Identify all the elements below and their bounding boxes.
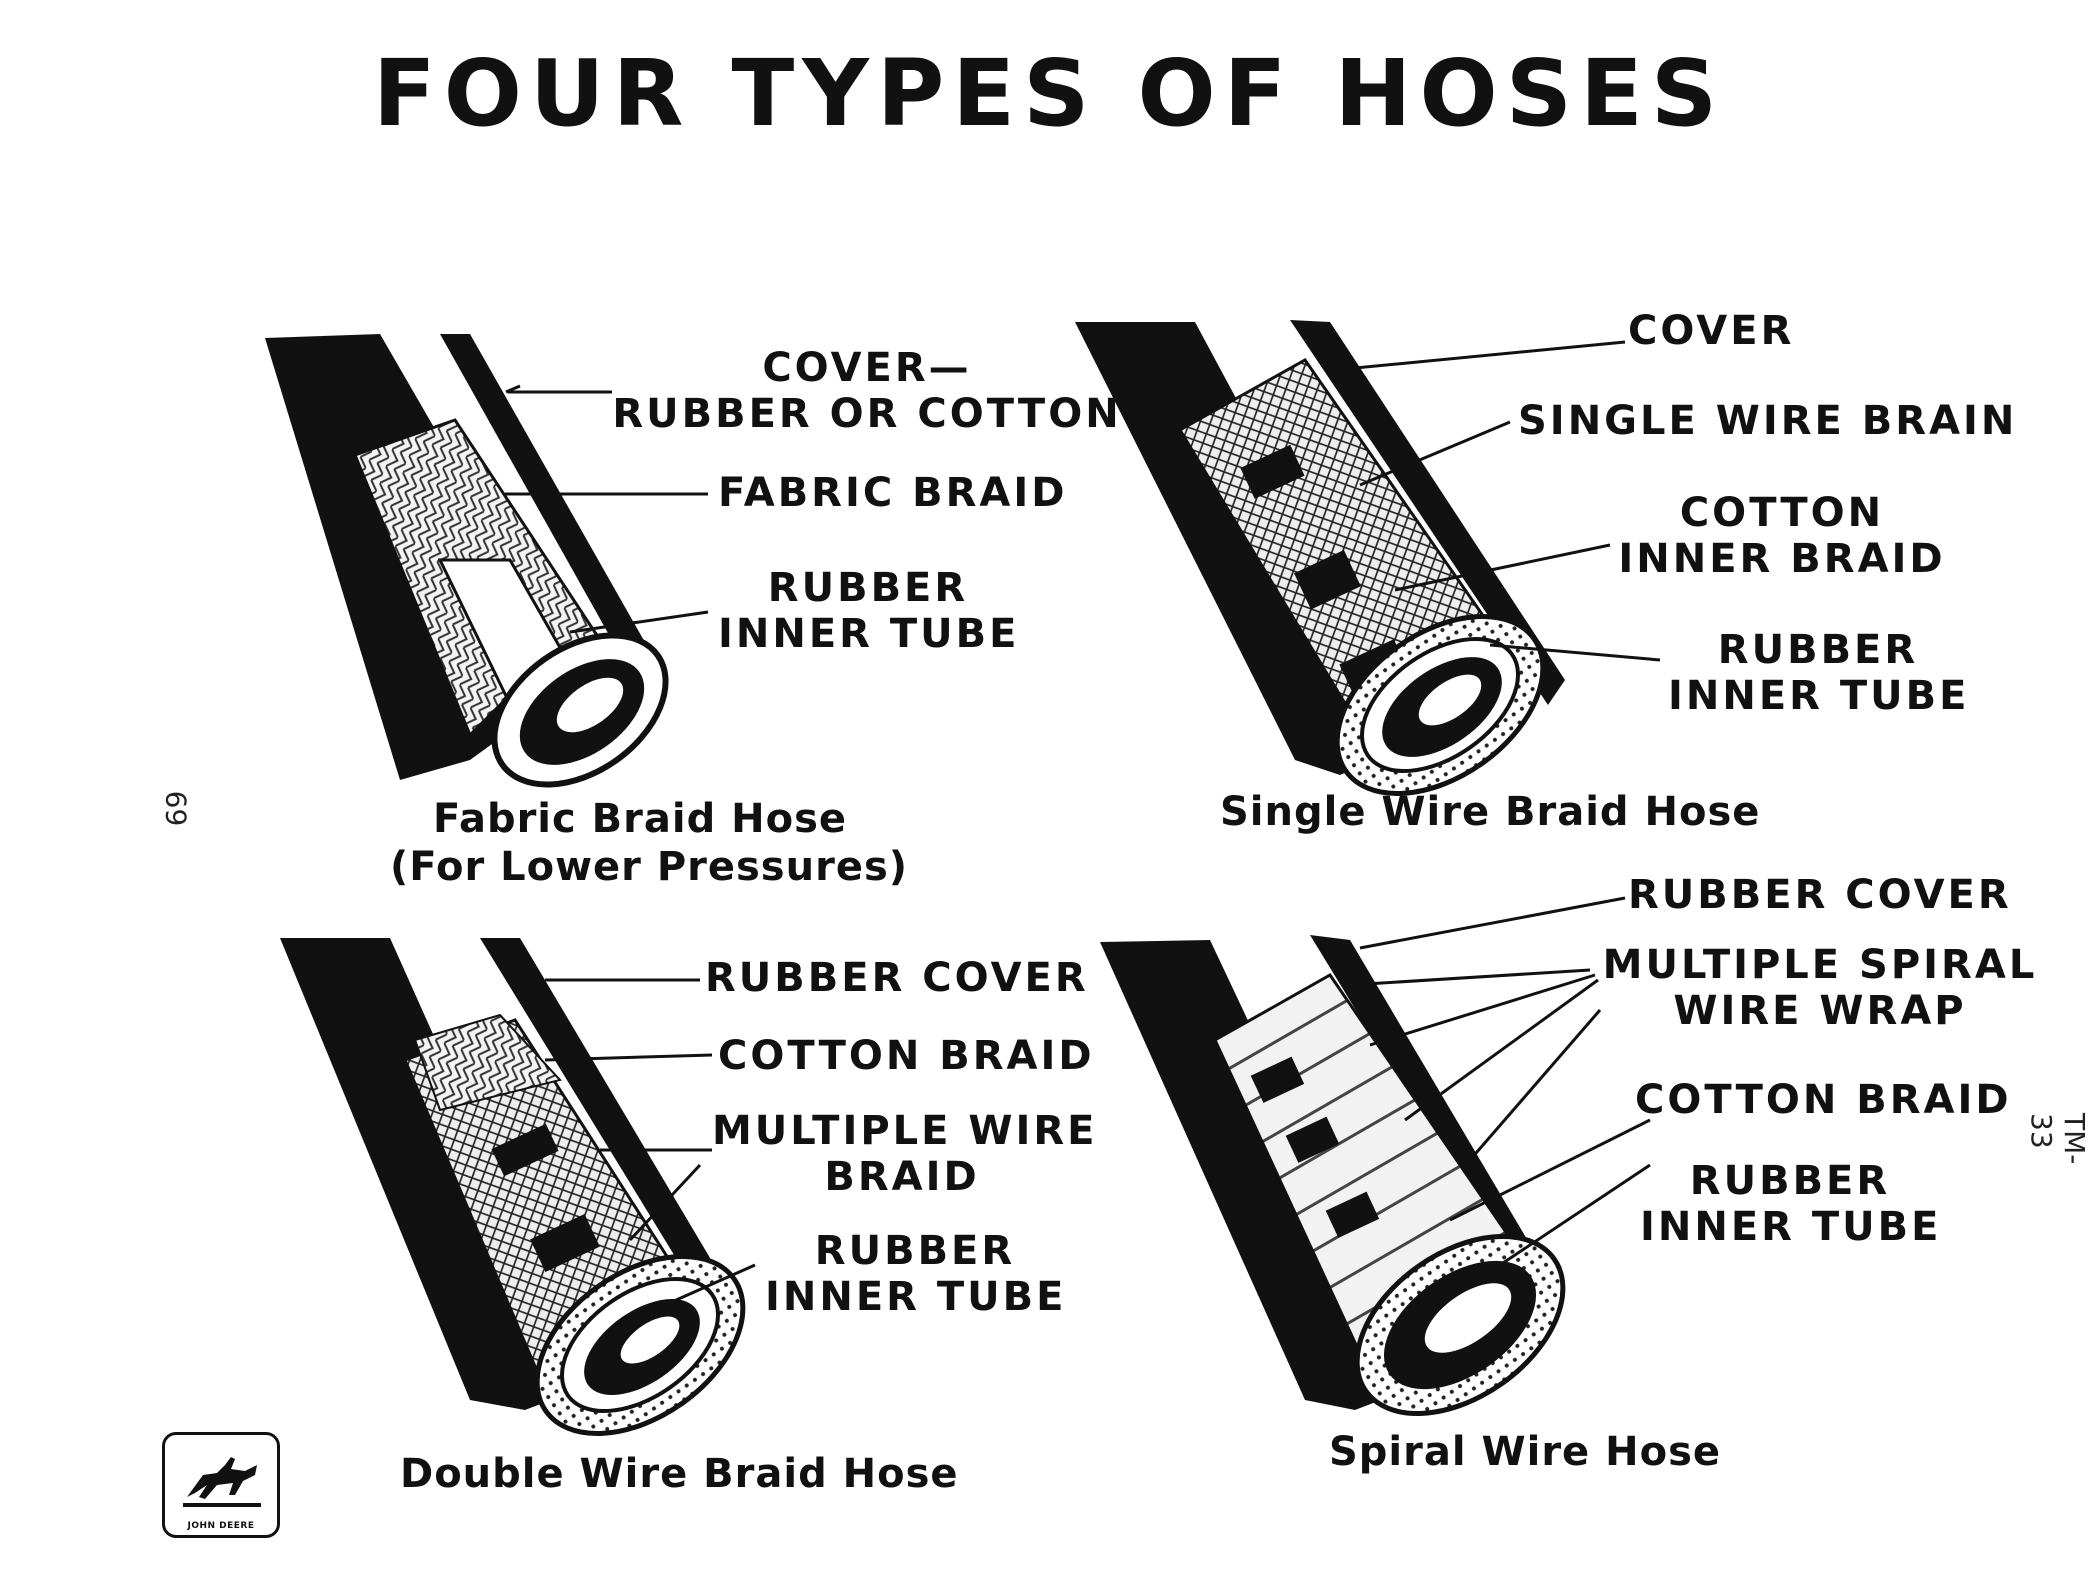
side-code: TM-33 bbox=[2025, 1113, 2091, 1165]
single-wire-braid-hose-drawing bbox=[1075, 320, 1661, 796]
logo-text: JOHN DEERE bbox=[187, 1521, 255, 1531]
double-wire-braid-hose-drawing bbox=[280, 938, 756, 1436]
label-cover: COVER bbox=[1628, 308, 1795, 354]
label-cotton-braid-2: COTTON BRAID bbox=[1635, 1077, 2012, 1123]
page-title: FOUR TYPES OF HOSES bbox=[372, 40, 1726, 147]
label-cotton-braid-1: COTTON BRAID bbox=[718, 1033, 1095, 1079]
label-multiple-wire-braid: MULTIPLE WIRE BRAID bbox=[712, 1108, 1098, 1200]
label-rubber-inner-tube-3: RUBBER INNER TUBE bbox=[765, 1228, 1067, 1320]
john-deere-logo: JOHN DEERE bbox=[162, 1432, 280, 1538]
label-rubber-inner-tube-1: RUBBER INNER TUBE bbox=[718, 565, 1020, 657]
caption-fabric-braid-hose: Fabric Braid Hose (For Lower Pressures) bbox=[390, 796, 909, 890]
caption-single-wire-braid-hose: Single Wire Braid Hose bbox=[1220, 789, 1761, 835]
spiral-wire-hose-drawing bbox=[1100, 896, 1651, 1416]
label-rubber-inner-tube-2: RUBBER INNER TUBE bbox=[1668, 627, 1970, 719]
label-rubber-cover-1: RUBBER COVER bbox=[705, 955, 1089, 1001]
label-fabric-braid: FABRIC BRAID bbox=[718, 470, 1068, 516]
fabric-braid-hose-drawing bbox=[265, 334, 709, 788]
label-multiple-spiral-wire-wrap: MULTIPLE SPIRAL WIRE WRAP bbox=[1602, 942, 2038, 1034]
caption-spiral-wire-hose: Spiral Wire Hose bbox=[1328, 1429, 1721, 1475]
caption-double-wire-braid-hose: Double Wire Braid Hose bbox=[400, 1451, 959, 1497]
label-cover-rubber-or-cotton: COVER— RUBBER OR COTTON bbox=[612, 345, 1122, 437]
page-number: 69 bbox=[159, 790, 193, 827]
label-rubber-cover-2: RUBBER COVER bbox=[1628, 872, 2012, 918]
label-cotton-inner-braid: COTTON INNER BRAID bbox=[1618, 490, 1946, 582]
label-rubber-inner-tube-4: RUBBER INNER TUBE bbox=[1640, 1158, 1942, 1250]
label-single-wire-brain: SINGLE WIRE BRAIN bbox=[1518, 398, 2018, 444]
deer-icon bbox=[183, 1457, 261, 1507]
